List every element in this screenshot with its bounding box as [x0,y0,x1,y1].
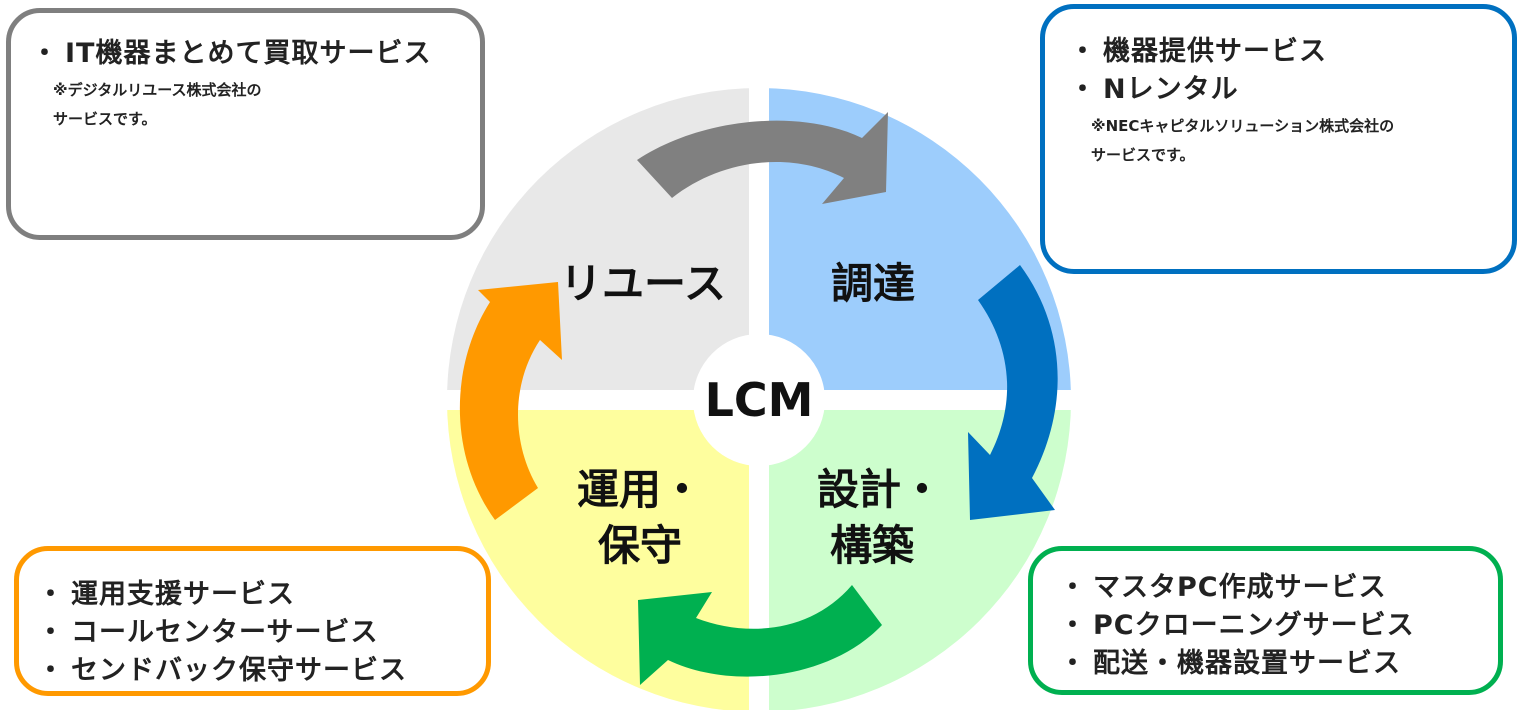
reuse-item-1-text: IT機器まとめて買取サービス [65,38,432,69]
quadrant-label-ops-2: 保守 [598,521,682,570]
reuse-item-1[interactable]: ・IT機器まとめて買取サービス [31,35,480,73]
procure-service-box: ・機器提供サービス ・Nレンタル ※NECキャピタルソリューション株式会社の サ… [1040,4,1517,274]
design-service-box: ・マスタPC作成サービス ・PCクローニングサービス ・配送・機器設置サービス [1028,546,1503,695]
quadrant-label-design-1: 設計・ [817,465,943,514]
reuse-service-box: ・IT機器まとめて買取サービス ※デジタルリユース株式会社の サービスです。 [6,8,485,240]
quadrant-label-procure: 調達 [831,259,915,308]
ops-item-1[interactable]: ・運用支援サービス [37,576,486,614]
design-item-2-text: PCクローニングサービス [1093,610,1415,641]
arrow-procure-to-design [968,265,1058,520]
center-circle [693,334,825,466]
ops-item-2[interactable]: ・コールセンターサービス [37,614,486,652]
arrow-design-to-ops [638,585,882,685]
arrow-reuse-to-procure [637,112,888,204]
center-label: LCM [705,373,814,427]
ops-item-3[interactable]: ・センドバック保守サービス [37,652,486,690]
quadrant-label-reuse: リユース [560,259,726,308]
procure-item-2-text: Nレンタル [1103,74,1239,105]
reuse-note-line-1: ※デジタルリユース株式会社の [53,81,262,99]
bullet: ・ [37,655,65,686]
bullet: ・ [1059,572,1087,603]
design-item-1[interactable]: ・マスタPC作成サービス [1059,569,1498,607]
ops-service-box: ・運用支援サービス ・コールセンターサービス ・センドバック保守サービス [14,546,491,696]
procure-item-1[interactable]: ・機器提供サービス [1069,33,1512,71]
quadrant-label-ops-1: 運用・ [577,465,703,514]
procure-item-1-text: 機器提供サービス [1103,36,1327,67]
bullet: ・ [1069,74,1097,105]
bullet: ・ [1059,648,1087,679]
design-item-2[interactable]: ・PCクローニングサービス [1059,607,1498,645]
arrow-ops-to-reuse [459,282,562,520]
bullet: ・ [1069,36,1097,67]
ops-item-1-text: 運用支援サービス [71,579,295,610]
ops-item-3-text: センドバック保守サービス [71,655,407,686]
procure-note-line-1: ※NECキャピタルソリューション株式会社の [1091,117,1395,135]
design-item-3[interactable]: ・配送・機器設置サービス [1059,645,1498,683]
design-item-3-text: 配送・機器設置サービス [1093,648,1401,679]
bullet: ・ [1059,610,1087,641]
ops-item-2-text: コールセンターサービス [71,617,379,648]
bullet: ・ [37,579,65,610]
quadrant-label-design-2: 構築 [830,521,915,570]
procure-note-line-2: サービスです。 [1091,146,1195,164]
design-item-1-text: マスタPC作成サービス [1093,572,1387,603]
bullet: ・ [31,38,59,69]
procure-item-2[interactable]: ・Nレンタル [1069,71,1512,109]
reuse-note-line-2: サービスです。 [53,110,157,128]
bullet: ・ [37,617,65,648]
